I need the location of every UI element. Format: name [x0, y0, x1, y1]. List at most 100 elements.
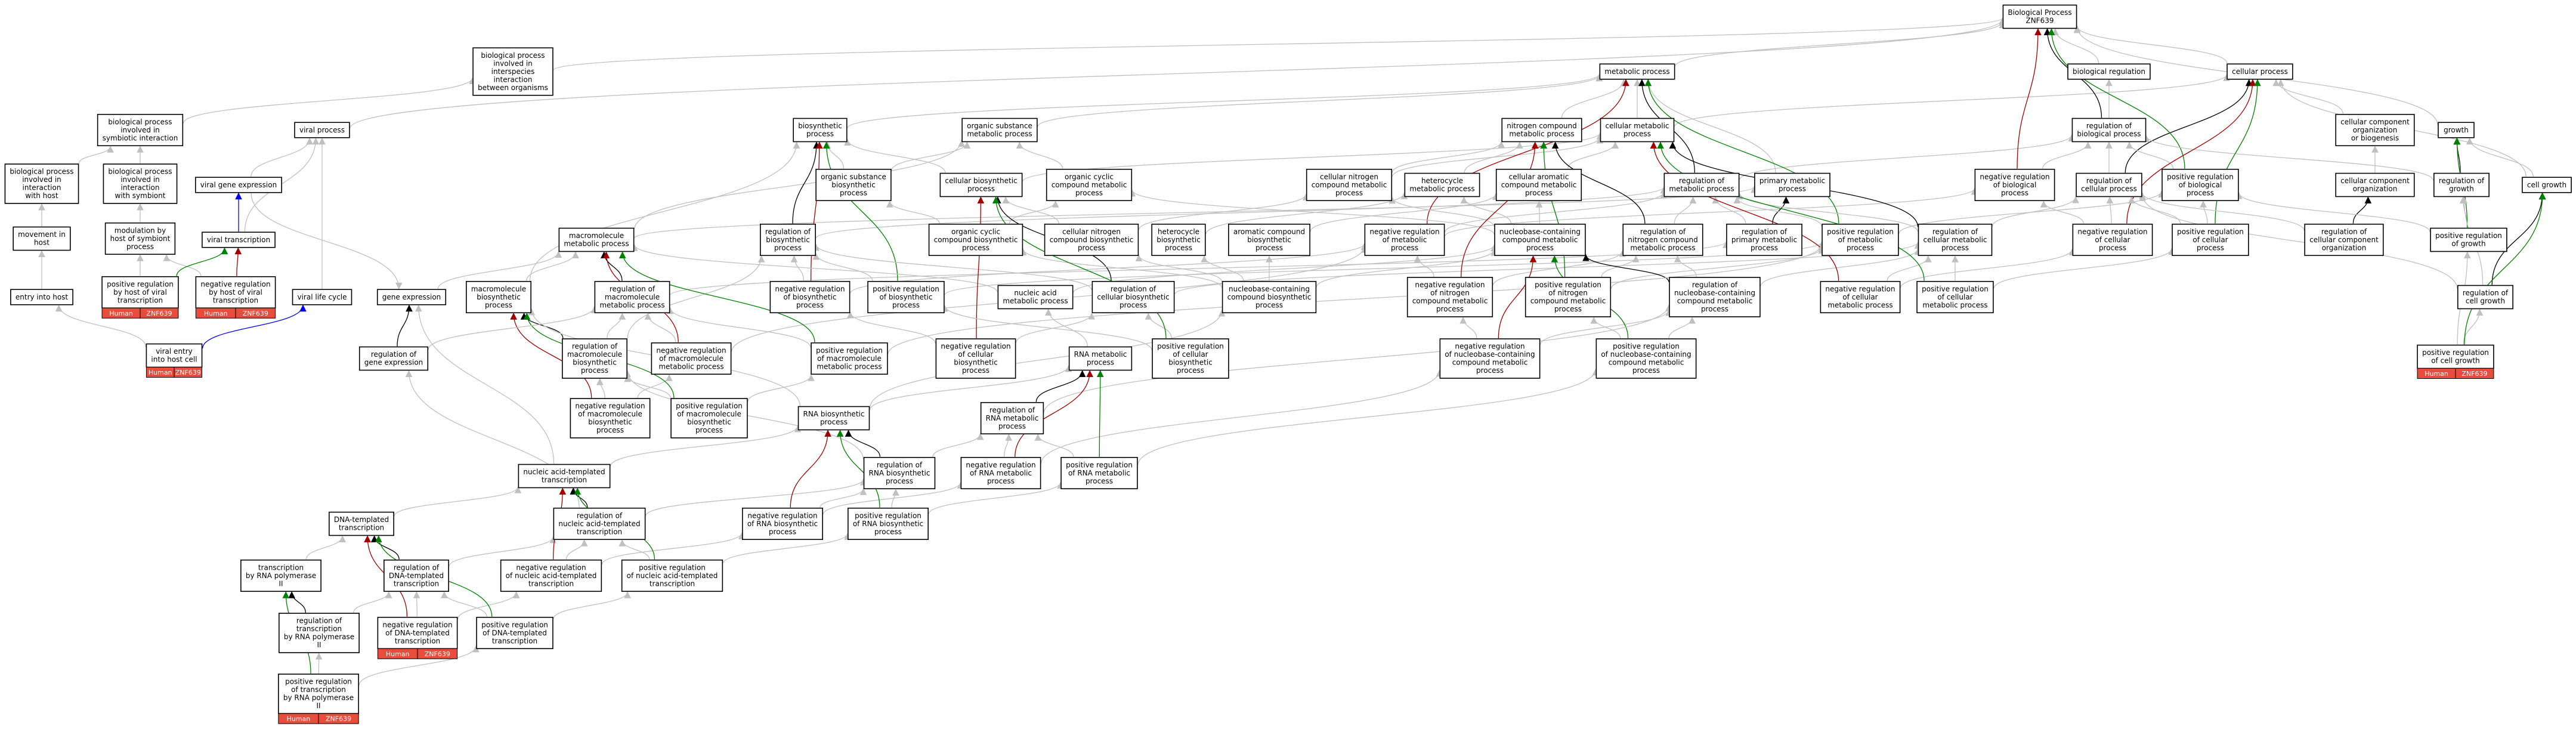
go-term-node-viral-tx[interactable]: viral transcription: [202, 231, 276, 248]
go-term-node-metabolic[interactable]: metabolic process: [1599, 63, 1675, 80]
go-term-node-bio-reg[interactable]: biological regulation: [2067, 63, 2151, 80]
go-term-node-viral-life-cycle[interactable]: viral life cycle: [292, 289, 352, 305]
go-term-node-gene-expr[interactable]: gene expression: [376, 289, 447, 305]
go-term-node-entry-host[interactable]: entry into host: [10, 289, 73, 305]
go-term-node-cell-growth[interactable]: cell growth: [2522, 177, 2572, 193]
node-box: [195, 276, 276, 309]
go-term-node-viral-gene-expr[interactable]: viral gene expression: [194, 177, 283, 193]
go-term-node-cellular-process[interactable]: cellular process: [2226, 63, 2293, 80]
go-term-node-viral-process[interactable]: viral process: [294, 122, 350, 138]
go-term-node-reg-nucleobase-metab[interactable]: regulation ofnucleobase-containingcompou…: [1669, 277, 1761, 317]
go-term-node-growth[interactable]: growth: [2438, 122, 2475, 138]
go-term-node-reg-macromol-biosyn[interactable]: regulation ofmacromoleculebiosyntheticpr…: [562, 338, 627, 379]
